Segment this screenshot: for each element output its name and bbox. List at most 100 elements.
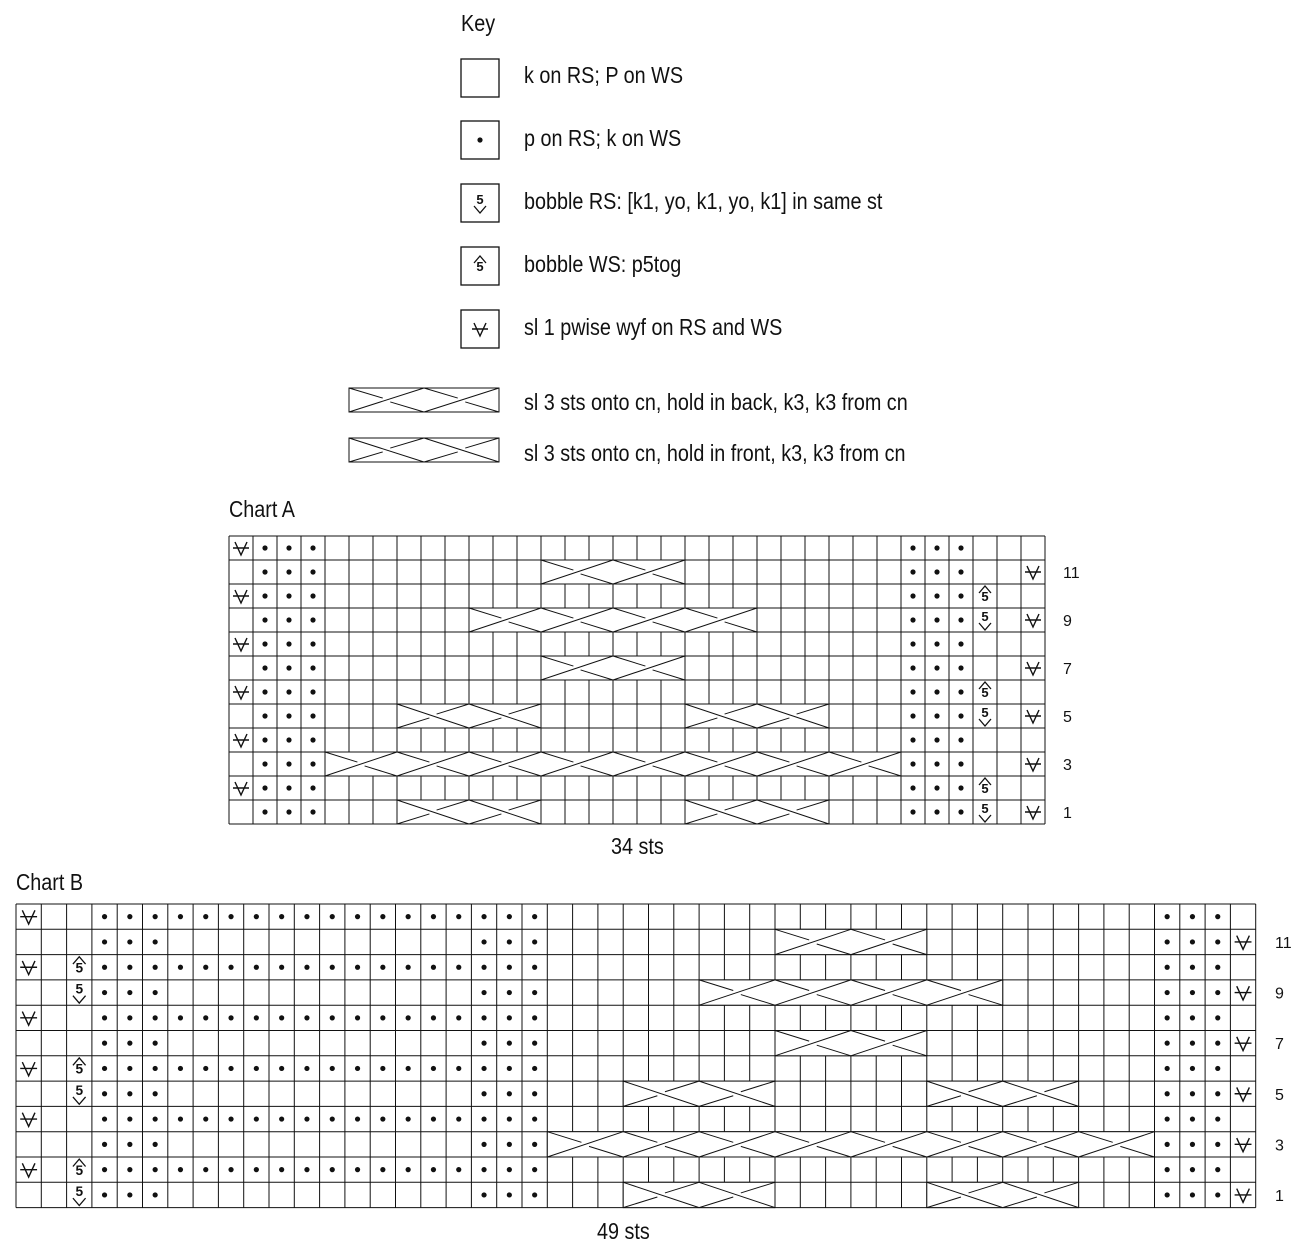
purl-dot bbox=[329, 1065, 335, 1072]
slip-icon bbox=[1025, 661, 1041, 677]
purl-dot bbox=[127, 964, 133, 970]
purl-dot bbox=[934, 641, 940, 647]
purl-dot bbox=[286, 809, 292, 815]
bobble-ws-icon: 5 bbox=[473, 255, 487, 274]
purl-dot bbox=[405, 1167, 411, 1173]
purl-dot bbox=[958, 569, 964, 575]
slip-icon bbox=[1025, 757, 1041, 773]
row-number: 3 bbox=[1275, 1137, 1284, 1154]
bobble-ws-icon: 5 bbox=[72, 955, 87, 976]
bobble-ws-icon: 5 bbox=[978, 777, 992, 796]
purl-dot bbox=[286, 617, 292, 623]
purl-dot bbox=[1164, 1141, 1170, 1147]
purl-dot bbox=[481, 964, 487, 970]
bobble-glyph: 5 bbox=[75, 982, 83, 997]
row-number: 1 bbox=[1275, 1188, 1284, 1205]
slip-icon bbox=[1025, 565, 1041, 581]
purl-dot bbox=[101, 1167, 108, 1173]
bobble-ws-icon: 5 bbox=[72, 1158, 87, 1178]
purl-dot bbox=[1189, 989, 1196, 996]
purl-dot bbox=[430, 1065, 437, 1072]
purl-dot bbox=[506, 1141, 512, 1147]
purl-dot bbox=[310, 785, 316, 791]
key-cable-back-symbol bbox=[348, 387, 500, 413]
purl-dot bbox=[354, 1065, 361, 1072]
purl-dot bbox=[1189, 1040, 1196, 1046]
purl-dot bbox=[101, 989, 108, 996]
cable-cross bbox=[774, 928, 928, 956]
slip-icon bbox=[1234, 985, 1252, 1002]
key-label-cable-front: sl 3 sts onto cn, hold in front, k3, k3 … bbox=[524, 440, 906, 466]
bobble-glyph: 5 bbox=[981, 609, 988, 624]
purl-dot bbox=[1215, 989, 1221, 996]
purl-dot bbox=[1189, 964, 1196, 970]
purl-dot bbox=[958, 761, 964, 767]
purl-dot bbox=[958, 809, 964, 815]
cable-cross bbox=[684, 703, 830, 729]
bobble-rs-icon: 5 bbox=[978, 609, 992, 631]
purl-dot bbox=[506, 989, 512, 996]
bobble-glyph: 5 bbox=[75, 1083, 83, 1098]
purl-dot bbox=[101, 914, 108, 920]
purl-dot bbox=[532, 1192, 538, 1198]
purl-dot bbox=[532, 1116, 538, 1122]
purl-dot bbox=[304, 1015, 310, 1021]
key-label-slip: sl 1 pwise wyf on RS and WS bbox=[524, 314, 783, 340]
row-number: 7 bbox=[1063, 661, 1072, 678]
purl-dot bbox=[532, 964, 538, 970]
purl-dot bbox=[506, 1192, 512, 1198]
purl-dot bbox=[177, 1116, 184, 1122]
purl-dot bbox=[203, 1116, 209, 1122]
purl-dot bbox=[506, 1015, 512, 1021]
purl-dot bbox=[286, 785, 292, 791]
bobble-glyph: 5 bbox=[75, 1062, 83, 1077]
purl-dot bbox=[456, 914, 462, 920]
purl-dot bbox=[152, 1065, 158, 1072]
purl-dot bbox=[203, 964, 209, 970]
purl-dot bbox=[910, 617, 916, 623]
purl-dot bbox=[310, 689, 316, 695]
purl-dot bbox=[329, 914, 335, 920]
purl-dot bbox=[481, 914, 487, 920]
bobble-glyph: 5 bbox=[981, 685, 988, 700]
key-title: Key bbox=[461, 10, 496, 36]
cable-cross bbox=[324, 751, 902, 777]
slip-icon bbox=[20, 1112, 38, 1129]
purl-dot bbox=[310, 593, 316, 599]
purl-dot bbox=[262, 545, 268, 551]
purl-dot bbox=[481, 989, 487, 996]
slip-icon bbox=[233, 541, 249, 557]
purl-dot bbox=[286, 641, 292, 647]
purl-dot bbox=[934, 713, 940, 719]
slip-icon bbox=[20, 960, 38, 977]
purl-dot bbox=[1189, 1065, 1196, 1072]
chart-a-title: Chart A bbox=[229, 496, 295, 522]
cable-cross bbox=[698, 979, 1004, 1006]
purl-dot bbox=[532, 1167, 538, 1173]
purl-dot bbox=[262, 809, 268, 815]
key-symbol-box bbox=[460, 183, 500, 223]
purl-dot bbox=[380, 964, 386, 970]
chart-a-stitch-count: 34 sts bbox=[611, 833, 664, 859]
purl-dot bbox=[228, 1116, 234, 1122]
purl-dot bbox=[1215, 1091, 1221, 1097]
purl-dot bbox=[1189, 1015, 1196, 1021]
purl-dot bbox=[506, 1065, 512, 1072]
purl-dot bbox=[177, 1065, 184, 1072]
purl-dot bbox=[286, 569, 292, 575]
bobble-glyph: 5 bbox=[75, 961, 83, 976]
purl-dot bbox=[304, 914, 310, 920]
purl-dot bbox=[304, 1065, 310, 1072]
purl-dot bbox=[1164, 1091, 1170, 1097]
key-legend: 55 bbox=[348, 58, 500, 463]
purl-dot bbox=[1215, 939, 1221, 945]
purl-dot bbox=[203, 1015, 209, 1021]
purl-dot bbox=[286, 737, 292, 743]
slip-icon bbox=[233, 685, 249, 701]
key-cable-front-symbol bbox=[348, 437, 500, 463]
purl-dot bbox=[405, 964, 411, 970]
cable-cross bbox=[622, 1181, 776, 1209]
